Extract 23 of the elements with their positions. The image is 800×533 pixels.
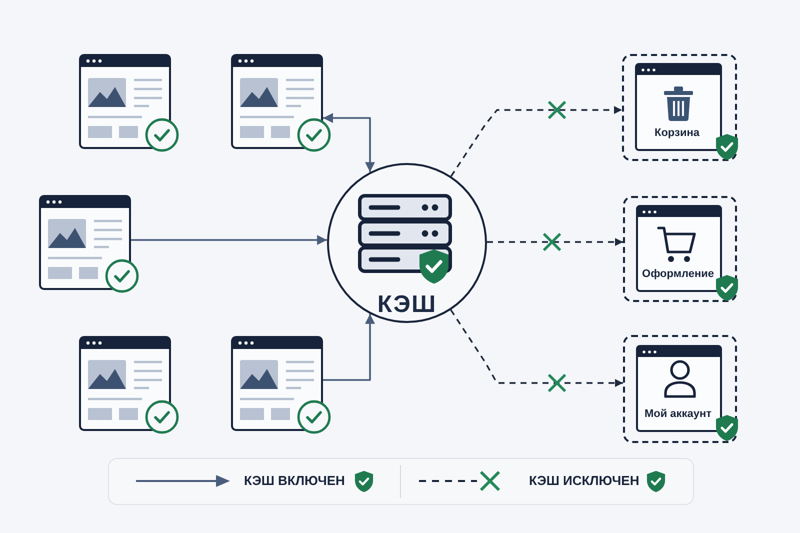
browser-window <box>635 63 722 151</box>
browser-window-picture <box>231 54 323 149</box>
dashed-arrow <box>487 238 623 246</box>
legend-label: КЭШ ВКЛЮЧЕН <box>244 473 345 489</box>
double-arrow <box>323 113 375 172</box>
dashed-frame <box>622 54 737 161</box>
node-label: Корзина <box>654 126 700 140</box>
arrow <box>131 235 328 245</box>
legend-label: КЭШ ИСКЛЮЧЕН <box>529 473 640 489</box>
browser-window-picture <box>231 336 323 431</box>
dashed-frame <box>623 196 737 302</box>
browser-window-picture <box>39 195 131 290</box>
dashed-arrow <box>450 309 623 387</box>
dashed-arrow <box>450 106 622 177</box>
dashed-frame <box>623 335 737 443</box>
node-label: Оформление <box>642 267 714 281</box>
node-label: Мой аккаунт <box>644 407 712 421</box>
node-label: КЭШ <box>377 292 437 317</box>
browser-window-picture <box>79 336 171 431</box>
browser-window <box>636 345 722 432</box>
browser-window <box>636 205 722 292</box>
browser-window-picture <box>79 54 171 149</box>
arrow <box>323 314 375 381</box>
